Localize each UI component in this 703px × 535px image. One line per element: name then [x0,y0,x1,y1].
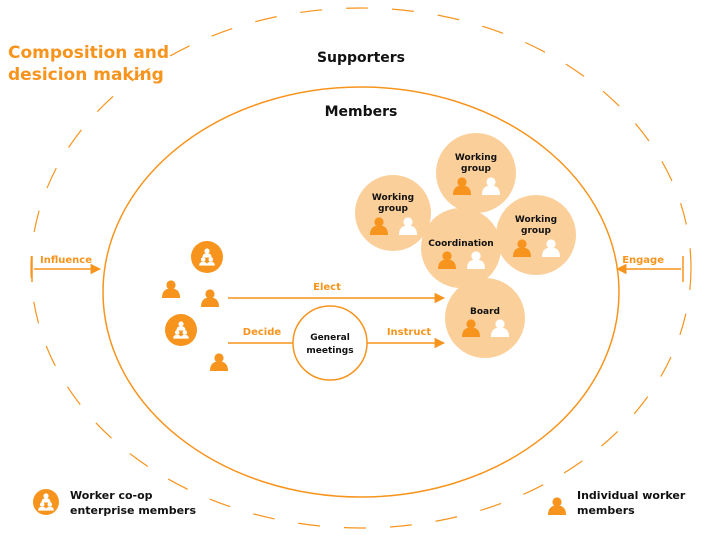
working-group-bubble: Working group [436,133,516,213]
individual-member-icon [210,353,228,371]
board-label: Board [470,307,500,317]
coordination-bubble: Coordination [421,208,501,288]
general-meetings-label-1: General [310,333,350,343]
coordination-label: Coordination [428,239,493,249]
members-ring [102,86,620,498]
working-group-label-1: Working [372,193,414,203]
coop-member-icon [165,314,197,346]
members-label: Members [325,104,398,120]
elect-label: Elect [313,282,341,293]
working-group-label-1: Working [455,153,497,163]
title-line-2: desicion making [8,65,164,85]
individual-member-icon [162,280,180,298]
legend-individual-label-2: members [577,504,635,517]
working-group-label-2: group [461,164,491,174]
group-icon [33,489,59,515]
working-group-label-2: group [521,226,551,236]
coop-member-icon [191,241,223,273]
working-group-bubble: Working group [496,195,576,275]
supporters-label: Supporters [317,50,405,66]
legend-coop-label-1: Worker co-op [70,489,153,502]
legend-coop: Worker co-op enterprise members [33,489,196,517]
working-group-label-2: group [378,204,408,214]
working-group-label-1: Working [515,215,557,225]
legend-individual: Individual worker members [548,489,686,517]
legend-individual-label-1: Individual worker [577,489,686,502]
supporters-ring [30,7,692,529]
instruct-label: Instruct [387,327,432,338]
engage-label: Engage [622,255,664,266]
individual-member-icon [201,289,219,307]
title-line-1: Composition and [8,43,169,63]
general-meetings-circle [292,305,368,381]
influence-label: Influence [40,255,92,266]
decide-label: Decide [243,327,282,338]
working-group-bubble: Working group [355,175,431,251]
person-icon [548,497,566,515]
legend-coop-label-2: enterprise members [70,504,196,517]
board-bubble: Board [445,278,525,358]
members-cluster [162,241,228,371]
general-meetings-label-2: meetings [306,346,353,356]
